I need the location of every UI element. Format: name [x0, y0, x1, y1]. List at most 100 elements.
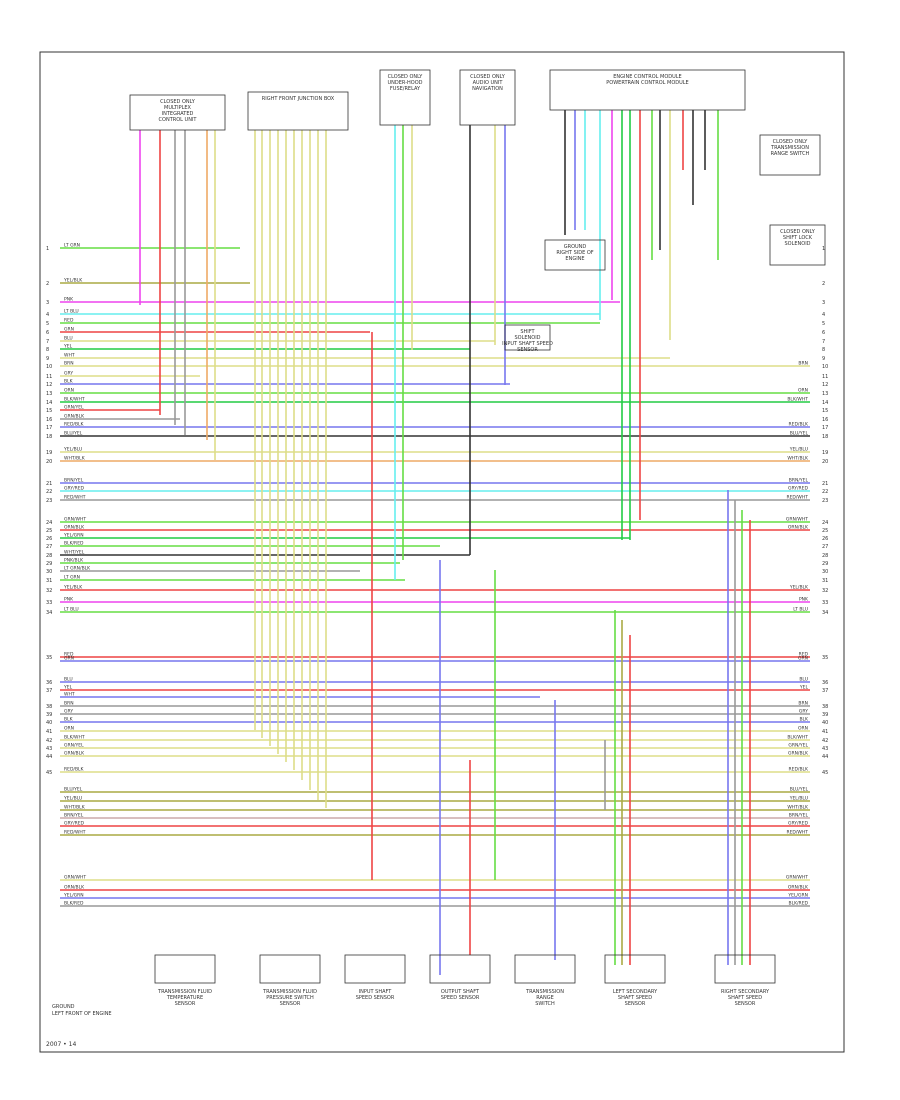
pin-number: 27: [46, 544, 52, 550]
wire-label: GRN/WHT: [64, 517, 86, 523]
wire-label: RED/WHT: [786, 830, 808, 836]
wire-label: LT GRN: [64, 575, 80, 581]
wire-label: RED: [799, 652, 809, 658]
bottom-component-label: TRANSMISSION FLUID: [262, 989, 317, 995]
pin-number: 4: [46, 312, 49, 318]
pin-number: 39: [46, 712, 52, 718]
ground-right-engine-label: GROUND: [564, 244, 587, 250]
pin-number: 17: [822, 425, 828, 431]
wire-label: BRN/YEL: [789, 478, 809, 484]
pin-number: 38: [46, 704, 52, 710]
wire-label: BLK/RED: [64, 541, 84, 547]
wire-label: YEL/BLU: [63, 447, 82, 453]
pin-number: 13: [46, 391, 52, 397]
wire-label: ORN/BLK: [788, 525, 809, 531]
pin-number: 45: [46, 770, 52, 776]
wire-label: RED/WHT: [64, 830, 86, 836]
pin-number: 13: [822, 391, 828, 397]
wire-label: YEL/GRN: [63, 893, 84, 899]
pin-number: 43: [822, 746, 828, 752]
pin-number: 41: [822, 729, 828, 735]
pin-number: 32: [46, 588, 52, 594]
pin-number: 20: [46, 459, 52, 465]
junction-box-label: RIGHT FRONT JUNCTION BOX: [262, 96, 335, 102]
wire-label: LT BLU: [64, 607, 79, 613]
wire-label: BLK/WHT: [787, 397, 808, 403]
wire-label: RED/BLK: [64, 422, 85, 428]
wire-label: GRY: [799, 709, 808, 715]
pin-number: 24: [46, 520, 52, 526]
wire-label: YEL: [63, 344, 73, 350]
pin-number: 11: [46, 374, 52, 380]
shift-solenoid-label: INPUT SHAFT SPEED: [502, 341, 553, 347]
wire-label: BLU/YEL: [790, 431, 809, 437]
wire-label: LT GRN/BLK: [64, 566, 91, 572]
shift-lock-solenoid-label: SHIFT LOCK: [783, 235, 813, 241]
pin-number: 6: [46, 330, 49, 336]
pin-number: 12: [46, 382, 52, 388]
pin-number: 28: [46, 553, 52, 559]
pin-number: 16: [822, 417, 828, 423]
pin-number: 31: [822, 578, 828, 584]
shift-solenoid-label: SOLENOID: [514, 335, 540, 341]
pin-number: 42: [46, 738, 52, 744]
wire-label: BLU: [799, 677, 808, 683]
wire-label: GRY: [64, 371, 73, 377]
wire-label: ORN: [64, 388, 74, 394]
junction-box: RIGHT FRONT JUNCTION BOX: [247, 91, 349, 131]
wire-label: GRN/BLK: [788, 751, 809, 757]
wire-label: PNK: [799, 597, 809, 603]
diagram-frame: [39, 51, 845, 1053]
wire-label: ORN/BLK: [64, 525, 85, 531]
pin-number: 6: [822, 330, 825, 336]
shift-solenoid-label: SHIFT: [520, 329, 535, 335]
wire-label: WHT/BLK: [787, 805, 809, 811]
pin-number: 36: [46, 680, 52, 686]
pin-number: 36: [822, 680, 828, 686]
wire-label: YEL: [63, 685, 73, 691]
bottom-component-label: TRANSMISSION: [525, 989, 564, 995]
pin-number: 40: [46, 720, 52, 726]
pin-number: 38: [822, 704, 828, 710]
pin-number: 11: [822, 374, 828, 380]
wire-label: BRN: [798, 361, 808, 367]
pin-number: 27: [822, 544, 828, 550]
pin-number: 37: [46, 688, 52, 694]
under-hood-fuse-box-label: UNDER-HOOD: [388, 80, 423, 86]
wire-label: GRN: [64, 327, 74, 333]
left-caption: LEFT FRONT OF ENGINE: [52, 1011, 112, 1017]
pin-number: 18: [46, 434, 52, 440]
pin-number: 26: [46, 536, 52, 542]
transmission-range-switch-top-label: TRANSMISSION: [770, 145, 809, 151]
wire-label: RED: [64, 318, 74, 324]
wire-label: BLU/YEL: [790, 787, 809, 793]
shift-solenoid-label: SENSOR: [517, 347, 538, 353]
pin-number: 34: [46, 610, 52, 616]
pin-number: 2: [822, 281, 825, 287]
pin-number: 5: [46, 321, 49, 327]
pin-number: 20: [822, 459, 828, 465]
pin-number: 35: [46, 655, 52, 661]
transmission-range-switch-top-label: CLOSED ONLY: [773, 139, 809, 145]
pin-number: 32: [822, 588, 828, 594]
wire-label: LT GRN: [64, 243, 80, 249]
engine-control-module-label: ENGINE CONTROL MODULE: [613, 74, 681, 80]
bottom-component-label: OUTPUT SHAFT: [441, 989, 480, 995]
wire-label: RED/WHT: [64, 495, 86, 501]
pin-number: 9: [46, 356, 49, 362]
bottom-component-label: SHAFT SPEED: [618, 995, 652, 1001]
pin-number: 17: [46, 425, 52, 431]
wire-label: BLK/RED: [789, 901, 809, 907]
pin-number: 1: [46, 246, 49, 252]
pin-number: 22: [822, 489, 828, 495]
wire-label: GRY/RED: [788, 486, 809, 492]
wire-label: LT BLU: [793, 607, 808, 613]
ground-right-engine-label: RIGHT SIDE OF: [556, 250, 593, 256]
wire-label: ORN: [798, 388, 808, 394]
pin-number: 23: [822, 498, 828, 504]
